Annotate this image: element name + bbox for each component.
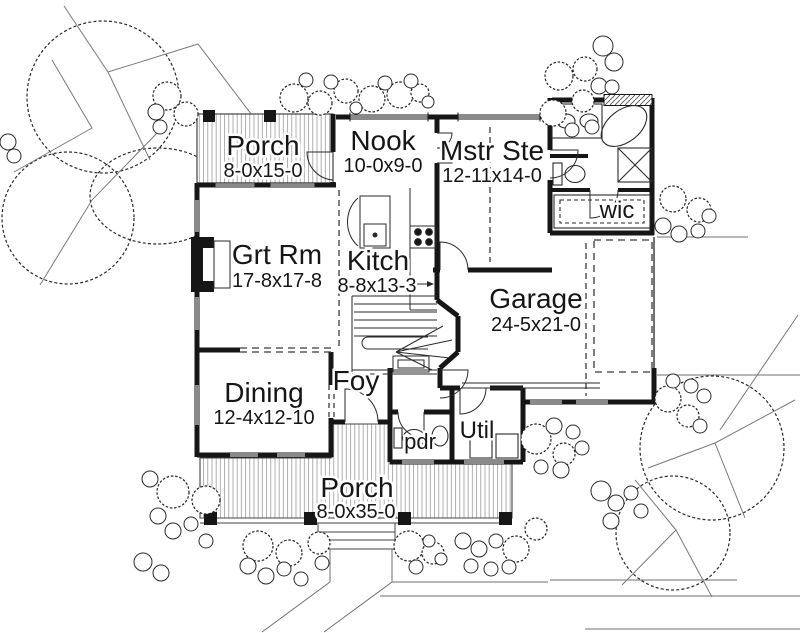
front-porch (199, 423, 548, 633)
wic-shelving (553, 194, 651, 229)
washer (469, 433, 493, 459)
tree-branch-lines (13, 5, 799, 598)
toilet-bowl (402, 428, 426, 448)
room-label-master-suite: Mstr Ste (440, 135, 544, 166)
room-dims-master-suite: 12-11x14-0 (442, 165, 542, 187)
room-label-garage: Garage (489, 283, 582, 314)
porch-post (203, 110, 215, 122)
room-dims-kitchen: 8-8x13-3 (338, 275, 417, 297)
powder-fixtures (393, 425, 449, 449)
shrubs-fuzzy (152, 56, 712, 567)
porch-post (304, 512, 317, 525)
room-dims-nook: 10-0x9-0 (344, 155, 423, 177)
toilet (552, 162, 586, 186)
kitchen-fixtures (347, 188, 437, 311)
room-label-foyer: Foy (333, 365, 380, 396)
room-dims-garage: 24-5x21-0 (491, 314, 581, 336)
site-ground-lines (380, 236, 800, 630)
shrubs-round (0, 35, 717, 587)
room-dims-rear-porch: 8-0x15-0 (224, 160, 303, 182)
kitchen-island (359, 195, 391, 249)
room-label-nook: Nook (350, 125, 416, 156)
porch-post (499, 512, 512, 525)
staircase (351, 295, 453, 375)
room-label-rear-porch: Porch (226, 130, 299, 161)
front-steps (317, 522, 396, 550)
great-room-fireplace (191, 237, 231, 292)
exterior-and-interior-walls (194, 97, 657, 465)
room-label-wic: wic (599, 197, 635, 224)
room-label-dining: Dining (224, 377, 303, 408)
porch-post (204, 512, 217, 525)
room-label-great-room: Grt Rm (232, 239, 322, 270)
pantry-door-arc (347, 197, 359, 247)
stove (409, 225, 437, 249)
room-label-utility: Util (460, 417, 495, 444)
bathtub (600, 105, 648, 147)
dryer (495, 433, 519, 459)
room-label-powder: pdr (404, 429, 436, 454)
room-dims-front-porch: 8-0x35-0 (317, 501, 396, 523)
house-footprint (197, 98, 654, 464)
porch-post (264, 110, 276, 122)
room-dims-dining: 12-4x12-10 (213, 407, 314, 429)
room-label-kitchen: Kitch (347, 245, 409, 276)
kitchen-sink (363, 223, 387, 247)
garage-door-dashed-outline (593, 239, 653, 373)
powder-sink (431, 425, 449, 447)
windows (194, 94, 653, 465)
room-dims-great-room: 17-8x17-8 (232, 270, 322, 292)
utility-fixtures (469, 433, 519, 459)
front-walkway (261, 549, 548, 633)
stair-closet (392, 355, 430, 373)
bath-window-band (603, 94, 653, 106)
porch-post (398, 512, 411, 525)
garage-floor-lines (462, 382, 600, 389)
shower (617, 147, 653, 183)
shrub-clusters (0, 35, 717, 587)
toilet-tank (393, 427, 403, 449)
dashed-ceiling-lines (240, 127, 653, 418)
room-labels: Porch 8-0x15-0 Nook 10-0x9-0 Mstr Ste 12… (211, 123, 637, 526)
room-label-front-porch: Porch (320, 472, 393, 503)
kitchen-dims-arrow (413, 281, 434, 287)
